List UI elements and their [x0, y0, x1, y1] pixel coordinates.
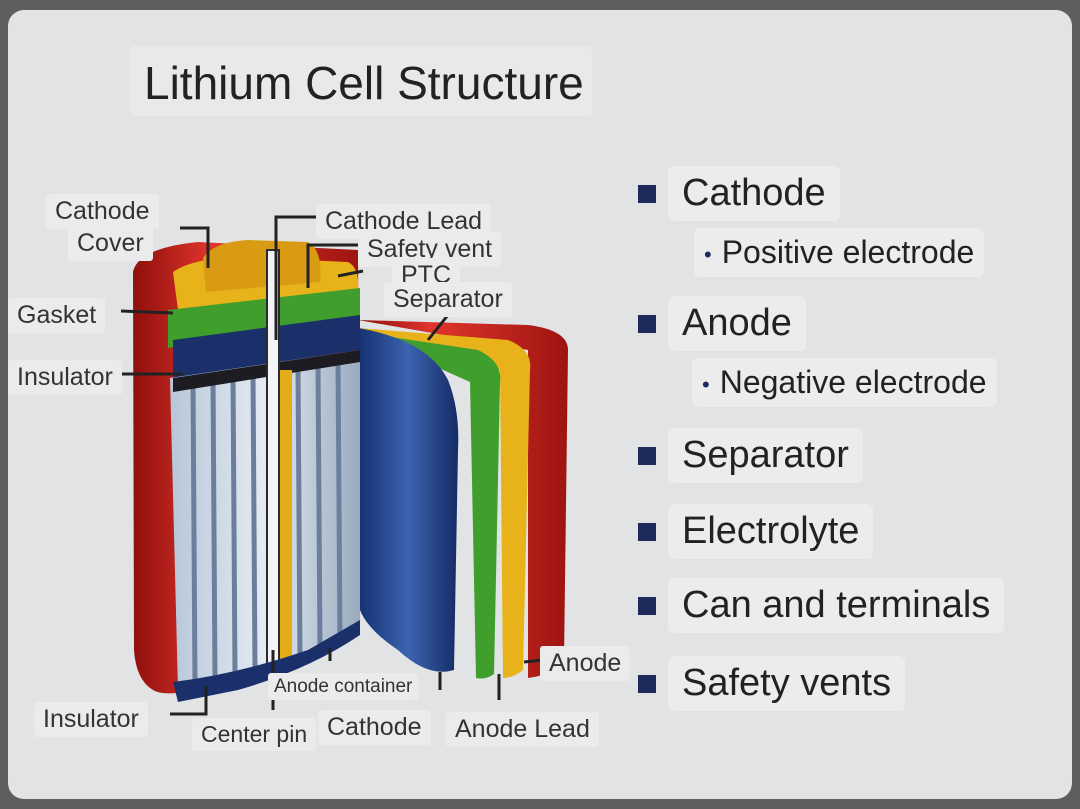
bullet-label: Safety vents — [668, 656, 906, 711]
sub-bullet-label: Positive electrode — [721, 234, 975, 270]
label-insulator-bottom: Insulator — [34, 702, 148, 737]
label-anode: Anode — [540, 646, 631, 681]
bullet-item-separator: Separator — [638, 428, 863, 483]
bullet-item-cathode: Cathode — [638, 166, 840, 221]
electrode-plates — [190, 359, 343, 687]
bullet-square-icon — [638, 522, 656, 541]
label-center-pin: Center pin — [192, 718, 317, 751]
battery-cell-diagram — [120, 215, 568, 716]
bullet-label: Electrolyte — [668, 504, 874, 559]
bullet-square-icon — [638, 184, 656, 203]
bullet-square-icon — [638, 596, 656, 615]
bullet-item-safety-vents: Safety vents — [638, 656, 906, 711]
bullet-label: Anode — [668, 296, 806, 351]
bullet-label: Can and terminals — [668, 578, 1005, 633]
bullet-square-icon — [638, 674, 656, 693]
sub-bullet-label: Negative electrode — [719, 364, 987, 400]
blue-layer — [358, 328, 459, 672]
label-cathode-cover-line2: Cover — [68, 226, 153, 261]
bullet-item-can-and-terminals: Can and terminals — [638, 578, 1005, 633]
bullet-label: Separator — [668, 428, 863, 483]
bullet-square-icon — [638, 446, 656, 465]
slide-title: Lithium Cell Structure — [130, 46, 592, 116]
bullet-label: Cathode — [668, 166, 840, 221]
bullet-item-anode: Anode — [638, 296, 806, 351]
sub-bullet-positive-electrode: • Positive electrode — [694, 228, 985, 277]
anode-container — [173, 620, 360, 702]
yellow-layer — [358, 328, 531, 678]
yellow-foil — [280, 370, 292, 660]
gasket-ring — [168, 288, 360, 348]
slide: Lithium Cell Structure — [8, 10, 1072, 799]
bullet-square-icon — [638, 314, 656, 333]
label-cathode: Cathode — [318, 710, 431, 745]
label-separator: Separator — [384, 282, 512, 317]
bullet-dot-icon: • — [702, 371, 710, 397]
label-cathode-cover-line1: Cathode — [46, 194, 159, 229]
sub-bullet-negative-electrode: • Negative electrode — [692, 358, 997, 407]
green-layer — [358, 332, 501, 679]
bullet-dot-icon: • — [704, 241, 712, 267]
electrode-core — [170, 350, 360, 690]
bullet-item-electrolyte: Electrolyte — [638, 504, 874, 559]
label-gasket: Gasket — [8, 298, 106, 333]
label-insulator-top: Insulator — [8, 360, 122, 395]
label-anode-container: Anode container — [268, 673, 419, 700]
leader-lines — [120, 215, 544, 716]
can-outer-right — [358, 320, 568, 678]
label-anode-lead: Anode Lead — [446, 712, 599, 747]
cathode-cover — [203, 240, 321, 292]
